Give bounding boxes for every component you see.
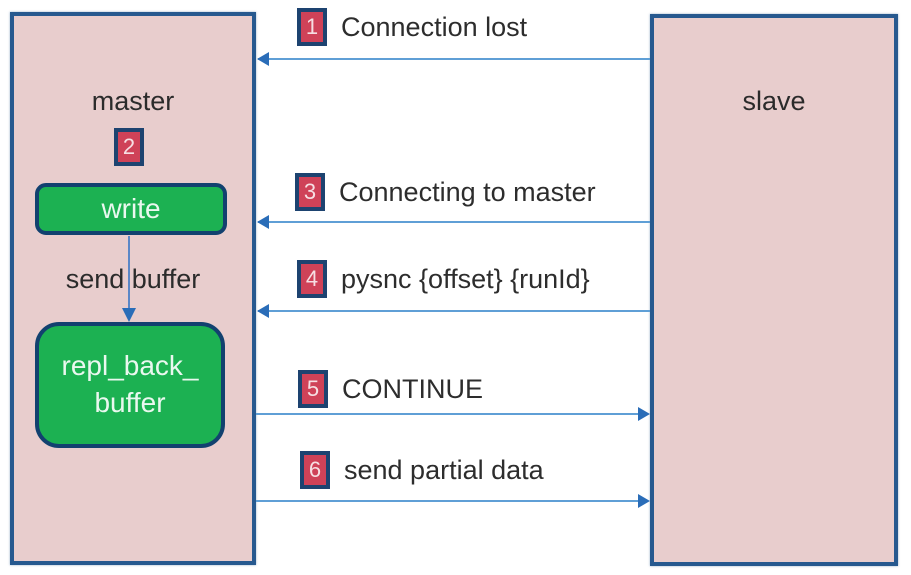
message-send-partial-data: 6 send partial data (300, 450, 544, 490)
step-badge-5: 5 (298, 370, 328, 408)
send-buffer-arrow-line (128, 236, 130, 310)
step-badge-2: 2 (114, 128, 144, 166)
arrow-slave-to-master-3 (257, 215, 650, 229)
message-label: Connection lost (341, 11, 528, 42)
step-badge-6: 6 (300, 451, 330, 489)
message-label: CONTINUE (342, 373, 483, 404)
message-label: pysnc {offset} {runId} (341, 263, 590, 294)
message-label: send partial data (344, 454, 544, 485)
message-continue: 5 CONTINUE (298, 369, 483, 409)
master-node: master 2 write send buffer repl_back_ bu… (10, 12, 256, 565)
step-badge-4: 4 (297, 260, 327, 298)
step-badge-1: 1 (297, 8, 327, 46)
master-title: master (91, 86, 175, 116)
message-connecting-to-master: 3 Connecting to master (295, 172, 596, 212)
send-buffer-arrowhead-icon (122, 308, 136, 322)
repl-backlog-line1: repl_back_ (61, 350, 199, 381)
write-box: write (35, 183, 227, 235)
step-badge-3: 3 (295, 173, 325, 211)
slave-node: slave (650, 14, 898, 566)
message-pysnc: 4 pysnc {offset} {runId} (297, 259, 590, 299)
arrow-master-to-slave-5 (256, 407, 650, 421)
send-buffer-label: send buffer (65, 264, 201, 294)
arrow-slave-to-master-4 (257, 304, 650, 318)
message-connection-lost: 1 Connection lost (297, 7, 527, 47)
repl-backlog-line2: buffer (94, 387, 166, 418)
message-label: Connecting to master (339, 176, 596, 207)
repl-backlog-box: repl_back_ buffer (35, 322, 225, 448)
arrow-slave-to-master-1 (257, 52, 650, 66)
slave-title: slave (742, 86, 806, 116)
arrow-master-to-slave-6 (256, 494, 650, 508)
